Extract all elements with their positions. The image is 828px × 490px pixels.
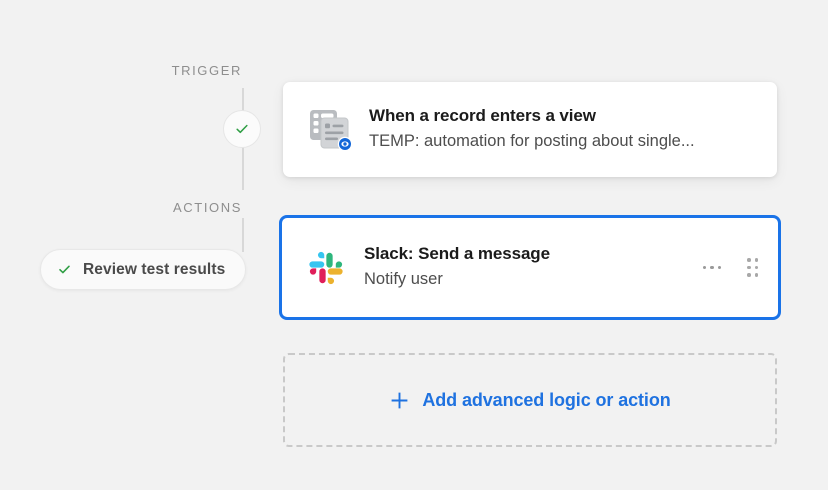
add-advanced-logic-or-action-label: Add advanced logic or action <box>422 389 671 410</box>
trigger-card-subtitle: TEMP: automation for posting about singl… <box>369 132 695 151</box>
action-card-title: Slack: Send a message <box>364 244 550 264</box>
trigger-card[interactable]: When a record enters a view TEMP: automa… <box>283 82 777 177</box>
section-label-actions: ACTIONS <box>173 200 242 215</box>
action-card-controls <box>687 256 761 279</box>
add-advanced-logic-or-action-button[interactable]: Add advanced logic or action <box>283 353 777 447</box>
more-horizontal-icon[interactable] <box>701 260 724 276</box>
action-card-slack[interactable]: Slack: Send a message Notify user <box>279 215 781 320</box>
trigger-card-title: When a record enters a view <box>369 106 596 126</box>
section-label-trigger: TRIGGER <box>171 63 242 78</box>
check-icon <box>234 121 250 137</box>
review-test-results-button[interactable]: Review test results <box>40 249 247 290</box>
action-card-body: Slack: Send a message Notify user <box>352 243 687 291</box>
review-test-results-label: Review test results <box>83 260 226 278</box>
plus-icon <box>389 390 410 411</box>
trigger-card-body: When a record enters a view TEMP: automa… <box>357 105 755 153</box>
action-card-subtitle: Notify user <box>364 270 443 289</box>
slack-icon <box>300 247 352 289</box>
record-view-icon <box>305 108 357 152</box>
check-icon <box>57 262 72 277</box>
timeline-rail-segment-top <box>242 88 244 118</box>
drag-handle-icon[interactable] <box>745 256 760 279</box>
timeline-rail-segment-bottom <box>242 218 244 252</box>
trigger-status-node <box>223 110 261 148</box>
timeline-rail-segment-middle <box>242 142 244 190</box>
